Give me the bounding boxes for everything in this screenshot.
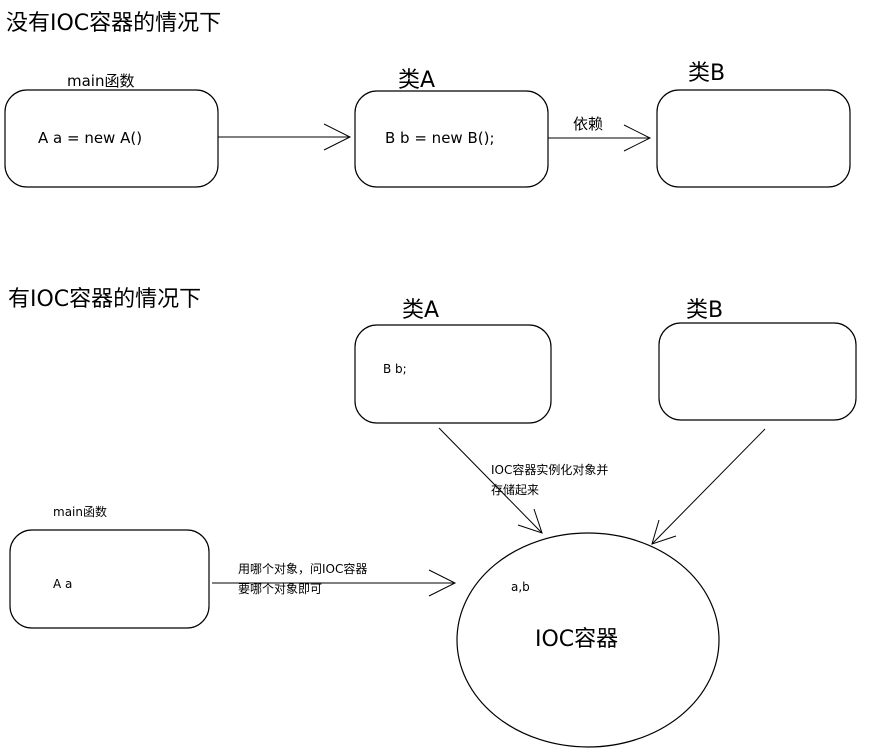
section1-main-label: main函数 bbox=[67, 72, 134, 90]
section2-main-box bbox=[9, 529, 210, 629]
section1-heading: 没有IOC容器的情况下 bbox=[6, 11, 221, 36]
section2-classB-label: 类B bbox=[686, 298, 723, 323]
section2-arrow-a-to-ioc bbox=[438, 427, 543, 534]
section2-ask-note-line1: 用哪个对象，问IOC容器 bbox=[238, 561, 367, 576]
section2-ask-note-line2: 要哪个对象即可 bbox=[238, 582, 322, 596]
section2-classA-code: B b; bbox=[383, 362, 407, 376]
section2-classB-box bbox=[658, 322, 857, 421]
section2-arrowhead-b-to-ioc bbox=[651, 519, 677, 545]
section1-main-code: A a = new A() bbox=[38, 129, 142, 147]
section2-arrowhead-a-to-ioc bbox=[517, 508, 543, 534]
section2-arrowhead-main-to-ioc bbox=[428, 569, 457, 597]
section2-container-note-line2: 存储起来 bbox=[491, 482, 539, 497]
section1-arrowhead-a-to-b bbox=[623, 124, 652, 152]
section2-container-label: IOC容器 bbox=[535, 627, 618, 652]
section1-arrowhead-main-to-a bbox=[323, 123, 352, 151]
section1-dependency-label: 依赖 bbox=[573, 115, 603, 133]
section2-container-note-line1: IOC容器实例化对象并 bbox=[491, 462, 608, 477]
section1-classA-code: B b = new B(); bbox=[385, 129, 495, 147]
section2-classA-label: 类A bbox=[402, 298, 439, 323]
section1-main-box bbox=[4, 89, 219, 188]
section1-classB-label: 类B bbox=[688, 61, 725, 86]
section2-container-contents: a,b bbox=[511, 580, 530, 594]
section2-main-label: main函数 bbox=[53, 504, 107, 519]
section1-classA-label: 类A bbox=[398, 68, 435, 93]
section2-classA-box bbox=[354, 324, 552, 424]
section2-main-code: A a bbox=[53, 577, 72, 591]
section2-ioc-container bbox=[456, 532, 720, 748]
section2-arrow-b-to-ioc bbox=[651, 428, 766, 545]
section2-heading: 有IOC容器的情况下 bbox=[8, 287, 201, 312]
section1-classB-box bbox=[656, 89, 851, 188]
section1-classA-box bbox=[354, 90, 549, 188]
